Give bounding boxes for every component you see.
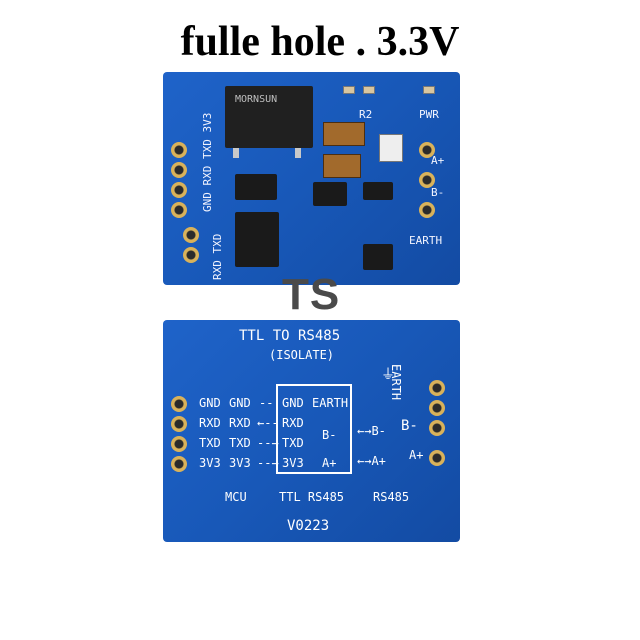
left-label-gnd: GND [199,396,221,410]
watermark: TS [282,270,341,319]
pin [233,148,239,158]
footer-rs485: RS485 [373,490,410,504]
mid-label-rxd: RXD [229,416,251,430]
tvs-diode [363,182,393,200]
ic-pin-bminus: B- [322,428,337,442]
dcdc-module: MORNSUN [225,86,313,148]
pcb-top-board: GND RXD TXD 3V3 RXD TXD MORNSUN R2 PWR A… [163,72,460,285]
b-minus-arrow: ←→B- [357,424,386,438]
ic-pin-aplus: A+ [322,456,337,470]
arrow: ←-- [257,416,279,430]
pwr-label: PWR [419,108,439,121]
header-pin [171,456,187,472]
pad [183,247,199,263]
ic-pin-3v3: 3V3 [282,456,304,470]
led [423,86,435,94]
ic-chip [235,174,277,200]
a-plus-arrow: ←→A+ [357,454,386,468]
footer-mcu: MCU [225,490,247,504]
left-label-rxd: RXD [199,416,221,430]
left-labels-2: RXD TXD [211,233,224,280]
earth-label: EARTH [389,364,403,401]
resistor [363,86,375,94]
version-label: V0223 [287,518,330,534]
tantalum-cap [323,122,365,146]
board-subheading: (ISOLATE) [269,348,335,362]
terminal-pin [429,400,445,416]
footer-ttl: TTL RS485 [279,490,345,504]
earth-label: EARTH [409,234,443,247]
terminal-pin [429,380,445,396]
fuse [379,134,403,162]
ic-pin-earth: EARTH [312,396,349,410]
ground-symbol-icon: ⏚ [381,367,395,383]
ic-outline [276,384,352,474]
ic-pin-rxd: RXD [282,416,304,430]
terminal-pin [419,142,435,158]
header-pin [171,142,187,158]
resistor [343,86,355,94]
ic-pin-txd: TXD [282,436,304,450]
ic-chip-transceiver [363,244,393,270]
mid-label-gnd: GND [229,396,251,410]
terminal-pin [419,172,435,188]
terminal-pin [429,450,445,466]
r2-label: R2 [359,108,373,121]
arrow: -- [259,396,274,410]
header-pin [171,162,187,178]
left-label-3v3: 3V3 [199,456,221,470]
pad [183,227,199,243]
mid-label-3v3: 3V3 [229,456,251,470]
mid-label-txd: TXD [229,436,251,450]
tantalum-cap [323,154,361,178]
pin [295,148,301,158]
b-minus-label: B- [431,186,445,199]
page-title: fulle hole . 3.3V [180,19,460,65]
left-label-txd: TXD [199,436,221,450]
terminal-pin [419,202,435,218]
ic-pin-gnd: GND [282,396,304,410]
a-plus-big-label: A+ [409,448,424,462]
pcb-bottom-board: TTL TO RS485 (ISOLATE) GND RXD TXD 3V3 G… [163,320,460,542]
header-pin [171,182,187,198]
terminal-pin [429,420,445,436]
b-minus-big-label: B- [401,418,418,434]
arrow: --→ [257,456,279,470]
tvs-diode [313,182,347,206]
header-pin [171,416,187,432]
header-pin [171,202,187,218]
left-labels: GND RXD TXD 3V3 [201,112,214,212]
header-pin [171,396,187,412]
arrow: --→ [257,436,279,450]
board-heading: TTL TO RS485 [239,328,341,344]
a-plus-label: A+ [431,154,445,167]
header-pin [171,436,187,452]
ic-chip-isolator [235,212,279,267]
module-marking: MORNSUN [235,94,278,105]
